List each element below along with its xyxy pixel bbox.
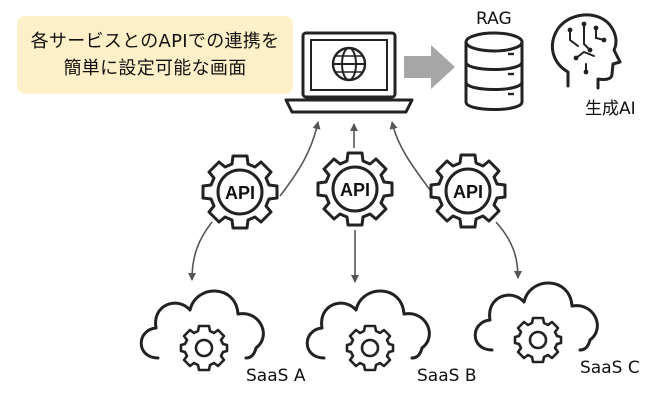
api-gear-icon: API bbox=[429, 153, 507, 229]
arrow-api-a-to-laptop bbox=[279, 121, 321, 197]
caption-line-1: 各サービスとのAPIでの連携を bbox=[30, 31, 280, 52]
arrow-api-c-to-laptop bbox=[389, 121, 431, 191]
saas-a-label: SaaS A bbox=[246, 366, 306, 386]
api-gear-icon: API bbox=[201, 154, 279, 230]
arrow-api-a-to-saas-a bbox=[188, 221, 213, 281]
laptop-globe-icon bbox=[284, 31, 414, 114]
api-gear-icon: API bbox=[316, 151, 394, 227]
api-gear-c-label: API bbox=[453, 182, 483, 202]
genai-label: 生成AI bbox=[585, 99, 636, 119]
cloud-gear-icon bbox=[473, 281, 599, 364]
ai-head-icon bbox=[551, 13, 622, 90]
saas-b-label: SaaS B bbox=[417, 366, 477, 386]
block-arrow-to-rag bbox=[404, 45, 455, 89]
database-icon bbox=[464, 31, 524, 111]
arrow-api-c-to-saas-c bbox=[495, 221, 522, 279]
rag-label: RAG bbox=[476, 9, 512, 29]
cloud-gear-icon bbox=[139, 289, 265, 372]
caption-line-2: 簡単に設定可能な画面 bbox=[63, 58, 247, 79]
cloud-gear-icon bbox=[305, 289, 431, 372]
caption-box: 各サービスとのAPIでの連携を 簡単に設定可能な画面 bbox=[17, 16, 293, 94]
api-gear-a-label: API bbox=[225, 183, 255, 203]
api-gear-b-label: API bbox=[340, 180, 370, 200]
saas-c-label: SaaS C bbox=[580, 358, 640, 378]
